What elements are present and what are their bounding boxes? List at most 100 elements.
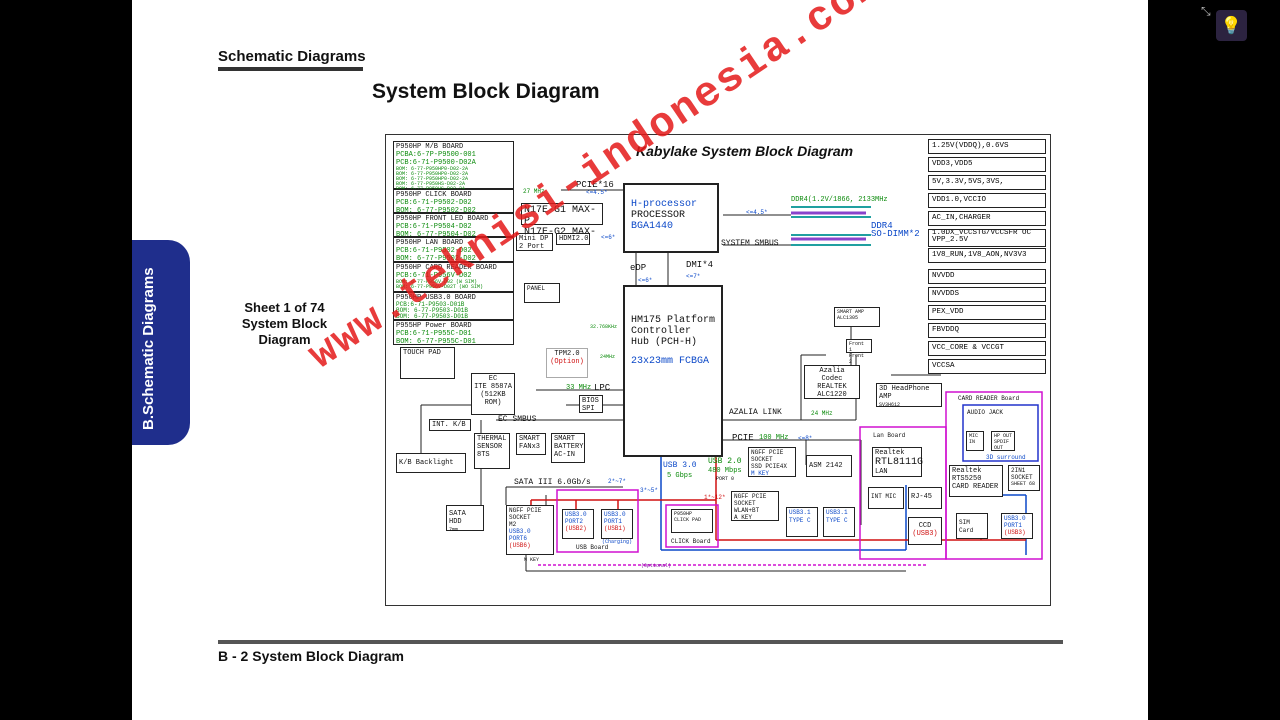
rail: AC_IN,CHARGER [928,211,1046,226]
amp-chip: ALC1305 [837,315,859,321]
usb2-port: PORT 0 [716,476,735,482]
bios-box: BIOS SPI [579,395,603,413]
amp-name: SMART AMP [837,309,865,315]
ssd-name: NGFF PCIE [751,449,784,456]
typec-line-1: USB3.1 [826,509,848,516]
board-name: P950HP FRONT LED BOARD [396,215,489,223]
sodimm-label: SO-DIMM*2 [871,229,920,239]
sheet-title-2: Diagram [258,332,311,347]
rail: 1.0DX_VCCSTG/VCCSFR OC VPP_2.5V [928,229,1046,247]
board-line: BOM: 6-77-P9502-D02 [396,255,476,263]
chapter-tab-label: B.Schematic Diagrams [140,267,157,430]
ec-smbus: EC SMBUS [498,415,537,424]
usb2-label: USB 2.0 [708,457,742,466]
sata-hdd-box: SATA HDD 7mm [446,505,484,533]
dmi-speed: <=7* [686,273,701,280]
board-click: P950HP CLICK BOARD PCB:6-71-P9502-D02 BO… [393,189,514,215]
port6-line-3: (USB6) [509,542,531,549]
pch-box: HM175 Platform Controller Hub (PCH-H) 23… [623,285,723,457]
board-name: P950HP LAN BOARD [396,239,464,247]
cpu-type: PROCESSOR [631,210,686,221]
smart-amp-box: SMART AMP ALC1305 [834,307,880,327]
lpc-freq: 33 MHz [566,384,592,392]
board-line: PCB:6-71-P9504-D02 [396,223,472,231]
fan-name: SMART [519,435,541,443]
rj45-box: RJ-45 [908,487,942,509]
block-diagram: Kabylake System Block Diagram P950HP M/B… [385,134,1051,606]
rts-name: Realtek [952,467,982,475]
ec-chip: ITE 8587A [474,383,512,391]
board-line: BOM: 6-77-P950HP0-D02-2A [396,166,469,172]
board-line: BOM: 6-77-P956V-D02 (W SIM) [396,279,478,285]
front-1: Front 1 [849,341,865,353]
ssd2-key: M KEY [524,557,540,563]
bios-label: BIOS [582,397,599,405]
board-line: PCB:6-71-P9503-D01B [396,301,465,308]
click-board-label: CLICK Board [671,538,711,545]
port-line-3: (USB3) [1004,529,1026,536]
fan-line-2: FANx3 [519,443,541,451]
section-header: Schematic Diagrams [218,48,366,65]
ssd-m2-box: NGFF PCIE SOCKET M2 USB3.0 PORT6 (USB6) [506,505,554,555]
port2-line-2: PORT2 [565,518,584,525]
lightbulb-icon[interactable]: 💡 [1216,10,1247,41]
edp-speed: <=6* [638,277,653,284]
port6-line-1: USB3.0 [509,528,531,535]
lpc-label: LPC [594,383,611,393]
rail: VCC_CORE & VCCGT [928,341,1046,356]
header-rule [218,67,363,71]
2in1-line-2: SOCKET [1011,474,1033,481]
wlan-line-2: SOCKET [734,500,756,507]
lan-chip: RTL8111G [875,457,924,468]
cpu-name: H-processor [631,199,698,210]
usb-charging-note: (Charging) [602,539,633,545]
2in1-socket-box: 2IN1 SOCKET SHEET 68 [1008,465,1040,491]
battery-line-2: BATTERY [554,443,584,451]
wlan-name: NGFF PCIE [734,493,767,500]
usb3-speed: 5 Gbps [667,472,693,480]
hdd-name: SATA HDD [449,510,466,526]
pch-line-2: Controller [631,326,692,337]
hp-out-name: HP OUT [994,433,1013,439]
board-name: P950HP CARD READER BOARD [396,264,497,272]
ssd2-name: NGFF PCIE [509,507,542,514]
board-name: P950HP M/B BOARD [396,143,464,151]
hp-amp-box: 3D HeadPhone AMP SV3H612 [876,383,942,408]
board-line: BOM: 6-77-P9503-D01B [396,307,469,314]
page-title: System Block Diagram [372,80,600,103]
page-footer: B - 2 System Block Diagram [218,648,404,664]
port2-line-1: USB3.0 [565,511,587,518]
int-mic-box: INT MIC [868,487,904,509]
thermal-line-3: 8TS [477,451,490,459]
fullscreen-exit-icon[interactable]: ⤡ [1201,4,1211,18]
port-line-1: USB3.0 [1004,515,1026,522]
minidp-box: Mini DP 2 Port [516,233,553,251]
board-name: P950HP USB3.0 BOARD [396,294,476,302]
panel-box: PANEL [524,283,560,303]
mic-in-box: MIC IN [966,431,984,451]
ssd2-line-2: SOCKET [509,514,531,521]
xtal-32k: 32.768KHz [590,324,618,330]
tpm-box: TPM2.0 (Option) [546,348,588,378]
ssd-line-2: SOCKET [751,456,773,463]
hdmi-box: HDMI2.0 [556,233,590,245]
clickpad-box: P950HP CLICK PAD [671,509,713,533]
ddr-speed: <=4.5* [746,209,768,216]
typec-1-box: USB3.1 TYPE C [786,507,818,537]
usb-port1-box: USB3.0 PORT1 (USB1) [601,509,633,539]
thermal-box: THERMAL SENSOR 8TS [474,433,510,469]
usb-port1-right-box: USB3.0 PORT1 (USB3) [1001,513,1033,539]
rail: PEX_VDD [928,305,1046,320]
thermal-name: THERMAL [477,435,507,443]
board-line: BOM: 6-77-P955C-D01 [396,338,476,346]
sim-card-box: SIM Card [956,513,988,539]
2in1-name: 2IN1 [1011,467,1026,474]
surround-label: 3D surround [986,454,1026,461]
lan-chip-box: Realtek RTL8111G LAN [872,447,924,477]
tpm-name: TPM2.0 [554,350,580,358]
touchpad-box: TOUCH PAD [400,347,455,379]
port1-line-1: USB3.0 [604,511,626,518]
port6-line-2: PORT6 [509,535,528,542]
board-power: P955HP Power BOARD PCB:6-71-P955C-D01 BO… [393,320,514,346]
pcie-12-lanes: 1*~12* [704,494,726,501]
